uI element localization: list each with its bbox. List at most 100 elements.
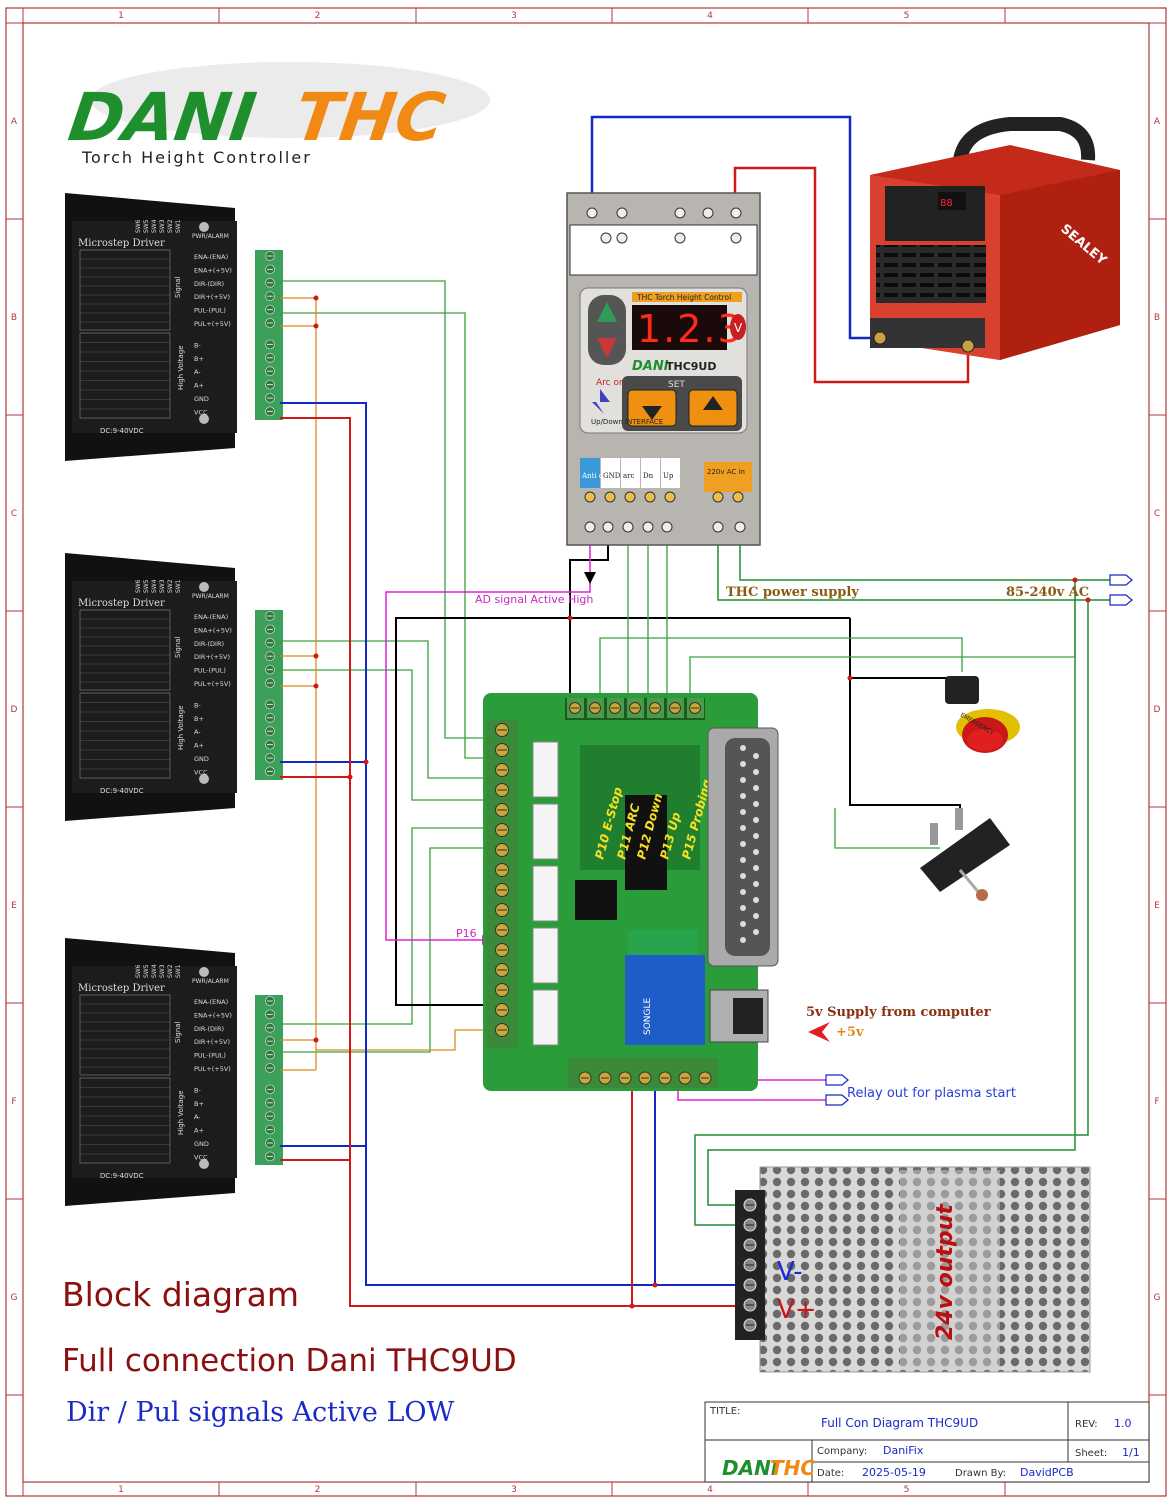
- driver-dc-label: DC:9-40VDC: [100, 427, 144, 435]
- title-block: TITLE: Full Con Diagram THC9UD REV: 1.0 …: [704, 1401, 1150, 1483]
- ac-input-label: 85-240v AC: [1006, 585, 1089, 600]
- thc-terminal-label: GND: [603, 472, 621, 480]
- thc-unit: V: [734, 321, 743, 335]
- driver-terminal-label: ENA+(+5V): [194, 1011, 232, 1019]
- driver-switch-label: SW5: [143, 579, 150, 593]
- psu-v-plus: V+: [777, 1295, 817, 1325]
- driver-switch-label: SW2: [167, 579, 174, 593]
- thc-terminal-label: Anti dive: [581, 472, 614, 480]
- frame-col-label: 5: [904, 1485, 910, 1495]
- driver-terminal-label: PUL-(PUL): [194, 307, 226, 315]
- date-label: Date:: [817, 1468, 844, 1479]
- company-value: DaniFix: [883, 1444, 924, 1457]
- driver-switch-label: SW1: [175, 964, 182, 978]
- ad-signal-label: AD signal Active High: [475, 593, 593, 606]
- thc-header: THC Torch Height Control: [636, 293, 731, 302]
- driver-switch-label: SW2: [167, 219, 174, 233]
- driver-title: Microstep Driver: [78, 238, 165, 249]
- driver-signal-label: Signal: [174, 636, 182, 658]
- driver-hv-label: High Voltage: [177, 705, 185, 750]
- driver-terminal-label: DIR+(+5V): [194, 1038, 230, 1046]
- note-block-diagram: Block diagram: [62, 1275, 299, 1314]
- frame-col-label: 1: [118, 11, 124, 21]
- driver-switch-label: SW3: [159, 579, 166, 593]
- driver-terminal-label: PUL+(+5V): [194, 1065, 231, 1073]
- driver-terminal-label: A-: [194, 728, 201, 736]
- driver-terminal-label: B-: [194, 341, 201, 349]
- port-flags: [825, 574, 1133, 1106]
- driver-terminal-label: GND: [194, 755, 209, 763]
- thc-display: 1.2.3: [637, 307, 744, 351]
- driver-terminal-label: ENA-(ENA): [194, 998, 228, 1006]
- frame-row-label: B: [11, 313, 17, 323]
- driver-hv-label: High Voltage: [177, 1090, 185, 1135]
- driver-terminal-label: B+: [194, 715, 204, 723]
- diagram-notes: Block diagram Full connection Dani THC9U…: [62, 1275, 517, 1428]
- frame-row-label: F: [11, 1097, 16, 1107]
- driver-terminal-label: ENA-(ENA): [194, 613, 228, 621]
- power-supply-24v: 24v output V- V+: [735, 1166, 1091, 1373]
- relay-out-label: Relay out for plasma start: [847, 1086, 1016, 1101]
- thc-terminal-label: Dn: [643, 472, 654, 480]
- driver-terminal-label: ENA+(+5V): [194, 626, 232, 634]
- frame-col-label: 3: [511, 1485, 517, 1495]
- drawn-label: Drawn By:: [955, 1468, 1006, 1479]
- driver-terminal-label: PUL+(+5V): [194, 320, 231, 328]
- driver-dc-label: DC:9-40VDC: [100, 1172, 144, 1180]
- thc-brand: DANI: [632, 359, 669, 374]
- driver-terminal-label: GND: [194, 1140, 209, 1148]
- thc-updown-interface: Up/Down INTERFACE: [591, 418, 663, 426]
- signal-labels: AD signal Active High THC power supply 8…: [456, 585, 1089, 1101]
- driver-terminal-label: A+: [194, 742, 204, 750]
- wiring: [280, 115, 1120, 1309]
- driver-terminal-label: B+: [194, 1100, 204, 1108]
- driver-switch-label: SW5: [143, 219, 150, 233]
- frame-row-label: C: [11, 509, 17, 519]
- driver-pwr-label: PWR/ALARM: [192, 978, 229, 985]
- frame-row-label: G: [11, 1293, 18, 1303]
- frame-row-label: E: [11, 901, 17, 911]
- rev-value: 1.0: [1114, 1417, 1132, 1430]
- thc-power-supply-label: THC power supply: [726, 585, 859, 600]
- driver-terminal-label: PUL-(PUL): [194, 667, 226, 675]
- driver-terminal-label: DIR-(DIR): [194, 640, 224, 648]
- title-block-logo-thc: THC: [770, 1456, 815, 1480]
- danithc-logo: DANI THC Torch Height Controller: [64, 62, 490, 167]
- driver-hv-label: High Voltage: [177, 345, 185, 390]
- driver-switch-label: SW6: [135, 219, 142, 233]
- driver-terminal-label: A-: [194, 368, 201, 376]
- driver-switch-label: SW6: [135, 579, 142, 593]
- date-value: 2025-05-19: [862, 1466, 926, 1479]
- psu-output-label: 24v output: [933, 1203, 958, 1340]
- thc-power-label: 220v AC in: [707, 468, 745, 476]
- plasma-cutter: 88 SEALEY: [870, 117, 1120, 360]
- frame-row-label: D: [11, 705, 18, 715]
- driver-terminal-label: ENA-(ENA): [194, 253, 228, 261]
- frame-row-label: A: [11, 117, 18, 127]
- svg-text:SONGLE: SONGLE: [643, 997, 653, 1035]
- driver-switch-label: SW4: [151, 219, 158, 233]
- driver-switch-label: SW6: [135, 964, 142, 978]
- svg-text:88: 88: [940, 198, 953, 209]
- driver-terminal-label: B+: [194, 355, 204, 363]
- driver-terminal-label: DIR+(+5V): [194, 293, 230, 301]
- probing-micro-switch: [920, 808, 1010, 901]
- frame-row-label: F: [1154, 1097, 1159, 1107]
- driver-title: Microstep Driver: [78, 983, 165, 994]
- p16-label: P16: [456, 927, 477, 940]
- logo-brand-right: THC: [290, 78, 450, 156]
- note-dirpul: Dir / Pul signals Active LOW: [66, 1397, 455, 1428]
- psu-v-minus: V-: [777, 1257, 803, 1287]
- frame-row-label: D: [1154, 705, 1161, 715]
- driver-terminal-label: VCC: [194, 768, 208, 776]
- driver-terminal-label: PUL-(PUL): [194, 1052, 226, 1060]
- driver-terminal-label: VCC: [194, 408, 208, 416]
- driver-switch-label: SW4: [151, 579, 158, 593]
- frame-row-label: G: [1154, 1293, 1161, 1303]
- frame-row-label: B: [1154, 313, 1160, 323]
